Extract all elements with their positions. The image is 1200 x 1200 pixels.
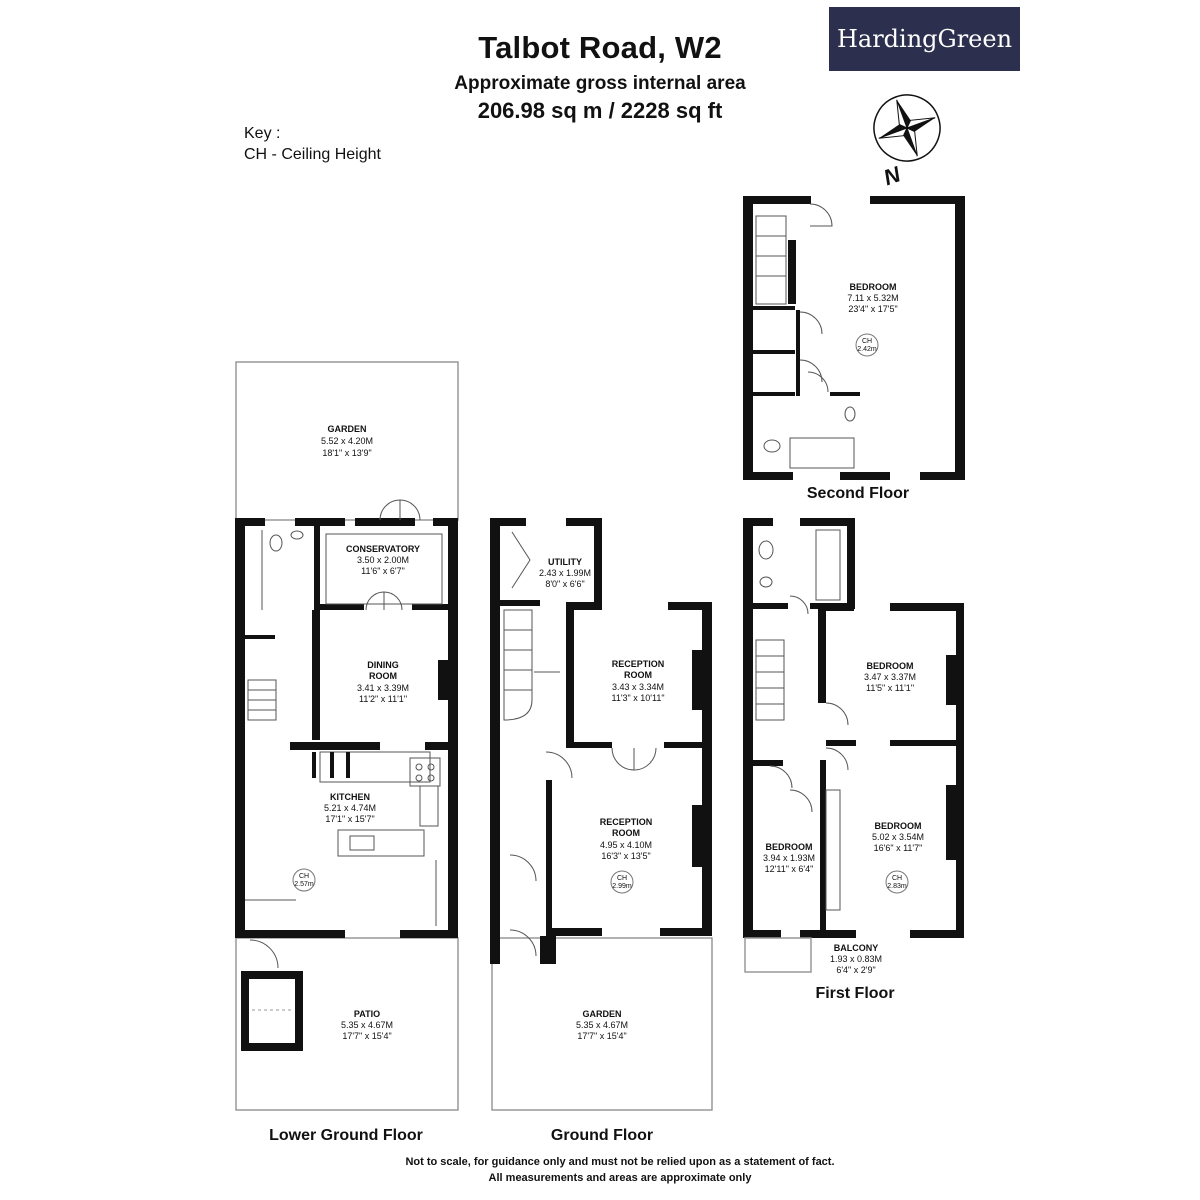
conservatory-name: CONSERVATORY (346, 544, 420, 554)
s-ch-value: 2.42m (857, 346, 877, 353)
patio-metric: 5.35 x 4.67M (341, 1020, 393, 1030)
disclaimer-line-2: All measurements and areas are approxima… (488, 1172, 752, 1184)
dining-name-1: DINING (367, 660, 399, 670)
first-bedroom-front-metric: 5.02 x 3.54M (872, 832, 924, 842)
conservatory-imperial: 11'6" x 6'7" (361, 566, 405, 576)
agency-logo: HardingGreen (829, 7, 1020, 71)
first-bedroom-front-imperial: 16'6" x 11'7" (874, 843, 923, 853)
lg-garden-outline (235, 361, 459, 521)
balcony-imperial: 6'4" x 2'9" (836, 965, 875, 975)
lg-garden-name: GARDEN (327, 424, 366, 434)
kitchen-imperial: 17'1" x 15'7" (325, 814, 374, 824)
f-ch-marker (885, 870, 909, 894)
balcony-metric: 1.93 x 0.83M (830, 954, 882, 964)
compass-rose-icon (873, 94, 941, 162)
lg-garden-imperial: 18'1" x 13'9" (322, 448, 371, 458)
dining-imperial: 11'2" x 11'1" (359, 694, 407, 704)
g-garden-metric: 5.35 x 4.67M (576, 1020, 628, 1030)
second-floor (743, 196, 965, 480)
first-bedroom-small-imperial: 12'11" x 6'4" (765, 864, 814, 874)
dining-name-2: ROOM (369, 671, 397, 681)
disclaimer-line-1: Not to scale, for guidance only and must… (405, 1156, 835, 1168)
reception1-name-2: ROOM (624, 670, 652, 680)
first-bedroom-front-name: BEDROOM (875, 821, 922, 831)
floor-label-lower-ground: Lower Ground Floor (269, 1127, 423, 1144)
first-bedroom-small-name: BEDROOM (766, 842, 813, 852)
reception2-name-2: ROOM (612, 828, 640, 838)
lg-patio-outline (235, 937, 459, 1111)
utility-metric: 2.43 x 1.99M (539, 568, 591, 578)
first-bedroom-rear-imperial: 11'5" x 11'1" (866, 683, 914, 693)
floor-label-second: Second Floor (806, 485, 910, 502)
ground-floor (490, 518, 713, 1111)
lg-garden-metric: 5.52 x 4.20M (321, 436, 373, 446)
reception1-metric: 3.43 x 3.34M (612, 682, 664, 692)
reception1-imperial: 11'3" x 10'11" (611, 693, 664, 703)
kitchen-name: KITCHEN (330, 792, 370, 802)
page-title: Talbot Road, W2 (478, 30, 722, 65)
reception2-name-1: RECEPTION (600, 817, 653, 827)
first-bedroom-rear-metric: 3.47 x 3.37M (864, 672, 916, 682)
key-label: Key : (244, 125, 281, 142)
g-garden-name: GARDEN (582, 1009, 621, 1019)
second-bedroom-name: BEDROOM (850, 282, 897, 292)
reception1-name-1: RECEPTION (612, 659, 665, 669)
g-garden-outline (491, 937, 713, 1111)
lg-ch-value: 2.57m (294, 881, 314, 888)
f-ch-value: 2.83m (887, 883, 907, 890)
f-ch-label: CH (892, 875, 902, 882)
utility-name: UTILITY (548, 557, 582, 567)
first-floor (743, 518, 964, 973)
first-bedroom-small-metric: 3.94 x 1.93M (763, 853, 815, 863)
second-bedroom-metric: 7.11 x 5.32M (847, 293, 898, 303)
lg-ch-marker (292, 868, 316, 892)
key-item-ceiling-height: CH - Ceiling Height (244, 146, 381, 163)
north-letter: N (880, 161, 905, 190)
second-bedroom-imperial: 23'4" x 17'5" (848, 304, 897, 314)
balcony-name: BALCONY (834, 943, 879, 953)
g-garden-imperial: 17'7" x 15'4" (577, 1031, 626, 1041)
g-ch-marker (610, 870, 634, 894)
area-subtitle: Approximate gross internal area (454, 73, 746, 94)
s-ch-label: CH (862, 338, 872, 345)
dining-metric: 3.41 x 3.39M (357, 683, 409, 693)
lower-ground-floor (235, 361, 459, 1111)
lg-ch-label: CH (299, 873, 309, 880)
conservatory-metric: 3.50 x 2.00M (357, 555, 409, 565)
reception2-metric: 4.95 x 4.10M (600, 840, 652, 850)
first-bedroom-rear-name: BEDROOM (867, 661, 914, 671)
balcony-outline (744, 937, 812, 973)
patio-imperial: 17'7" x 15'4" (342, 1031, 391, 1041)
g-ch-label: CH (617, 875, 627, 882)
floor-label-ground: Ground Floor (550, 1127, 654, 1144)
gross-area: 206.98 sq m / 2228 sq ft (477, 98, 723, 123)
s-ch-marker (855, 333, 879, 357)
g-ch-value: 2.99m (612, 883, 632, 890)
utility-imperial: 8'0" x 6'6" (545, 579, 584, 589)
patio-name: PATIO (354, 1009, 380, 1019)
reception2-imperial: 16'3" x 13'5" (601, 851, 650, 861)
floor-label-first: First Floor (815, 985, 895, 1002)
kitchen-metric: 5.21 x 4.74M (324, 803, 376, 813)
